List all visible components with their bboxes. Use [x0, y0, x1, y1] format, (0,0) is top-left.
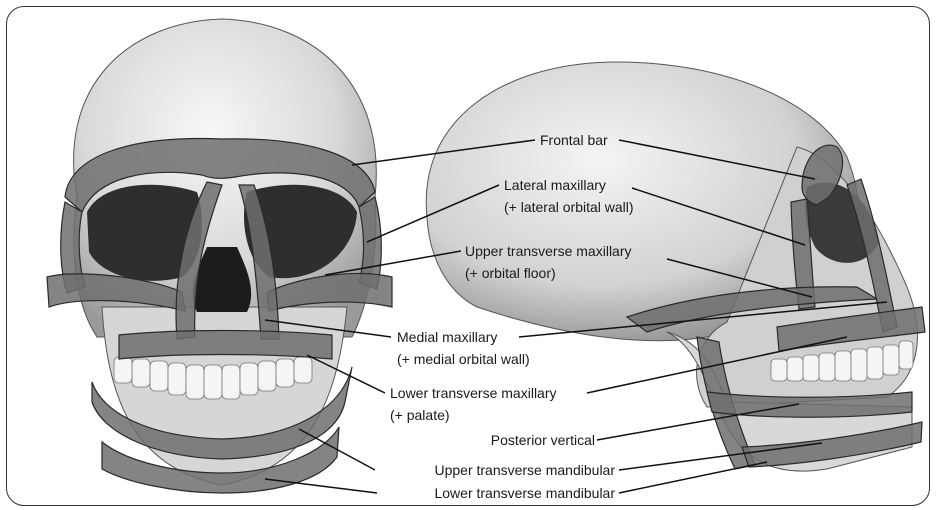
label-lower-transverse-mandibular: Lower transverse mandibular	[434, 485, 615, 501]
label-posterior-vertical: Posterior vertical	[491, 432, 595, 448]
label-lower-transverse-maxillary-note: (+ palate)	[390, 407, 450, 423]
skull-buttress-diagram: Frontal bar Lateral maxillary (+ lateral…	[7, 7, 930, 506]
label-lower-transverse-maxillary: Lower transverse maxillary	[390, 385, 557, 401]
label-medial-maxillary-note: (+ medial orbital wall)	[397, 351, 530, 367]
front-lower-transverse-maxillary	[119, 331, 332, 360]
label-upper-transverse-maxillary: Upper transverse maxillary	[465, 243, 632, 259]
label-lateral-maxillary-note: (+ lateral orbital wall)	[504, 199, 634, 215]
label-upper-transverse-maxillary-note: (+ orbital floor)	[465, 265, 556, 281]
label-lateral-maxillary: Lateral maxillary	[504, 177, 606, 193]
label-upper-transverse-mandibular: Upper transverse mandibular	[434, 462, 615, 478]
figure-frame: Frontal bar Lateral maxillary (+ lateral…	[6, 6, 930, 506]
label-frontal-bar: Frontal bar	[540, 132, 608, 148]
label-medial-maxillary: Medial maxillary	[397, 329, 497, 345]
